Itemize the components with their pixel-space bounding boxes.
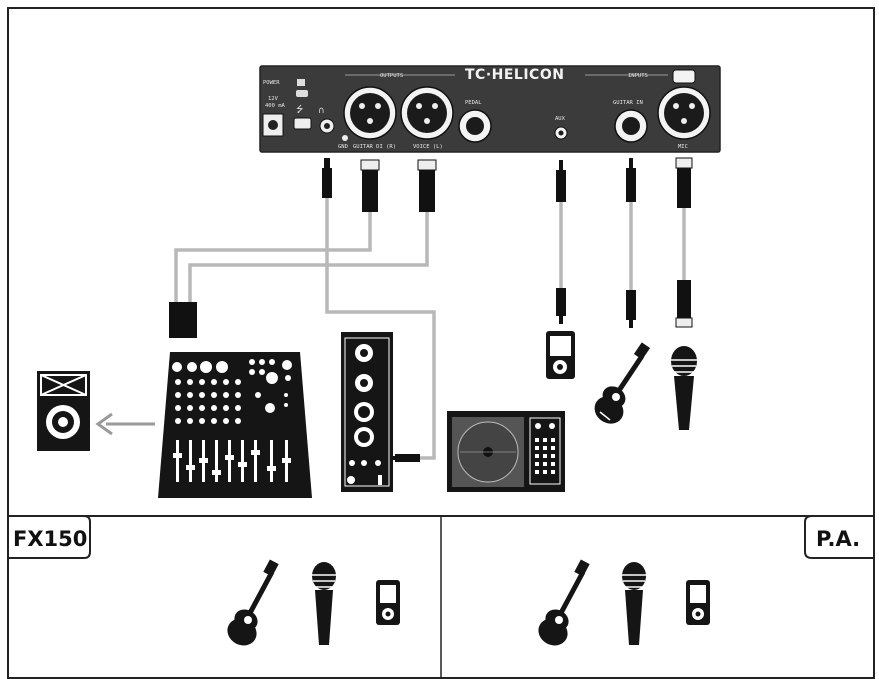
inputs-label: INPUTS xyxy=(628,73,648,79)
aux-label: AUX xyxy=(555,116,566,122)
pa-panel: P.A. xyxy=(538,515,875,646)
gnd-label: GND xyxy=(338,144,348,150)
pa-microphone-icon xyxy=(622,562,646,645)
fx150-tab-label: FX150 xyxy=(13,527,87,551)
usb-port xyxy=(293,117,312,130)
brand-logo: TC·HELICON xyxy=(465,67,564,83)
tc-helicon-device: OUTPUTS TC·HELICON INPUTS POWER 12V 400 … xyxy=(259,65,721,153)
pa-acoustic-guitar-icon xyxy=(538,559,590,646)
fx150-panel: FX150 xyxy=(7,515,400,646)
xlr-output-voice xyxy=(400,86,454,140)
combo-amplifier xyxy=(447,411,565,492)
power-spec-voltage: 12V xyxy=(268,96,279,102)
mic-latch xyxy=(672,69,696,84)
fx150-acoustic-guitar-icon xyxy=(227,559,279,646)
voice-label: VOICE (L) xyxy=(413,144,443,150)
signal-arrow xyxy=(95,412,155,436)
acoustic-guitar-icon xyxy=(594,342,651,424)
speaker-monitor xyxy=(37,371,90,451)
microphone-icon xyxy=(671,346,697,430)
pa-mp3-player-icon xyxy=(686,580,710,625)
xlr-output-guitar-di xyxy=(343,86,397,140)
cables xyxy=(174,195,686,460)
mp3-player-icon xyxy=(546,331,575,379)
gnd-post xyxy=(342,135,348,141)
mixing-desk xyxy=(158,352,312,498)
usb-icon: ⭍ xyxy=(296,104,304,115)
fx150-microphone-icon xyxy=(312,562,336,645)
power-label: POWER xyxy=(263,80,280,86)
guitar-di-label: GUITAR DI (R) xyxy=(353,144,396,150)
pa-tab-label: P.A. xyxy=(816,527,860,551)
xlr-input-mic xyxy=(657,86,711,140)
lock-icon xyxy=(297,79,305,86)
power-spec-current: 400 mA xyxy=(265,103,286,109)
mic-label: MIC xyxy=(678,144,688,150)
device-plugs xyxy=(169,157,693,462)
outputs-label: OUTPUTS xyxy=(380,73,403,79)
power-switch xyxy=(296,90,308,97)
headphone-icon: ∩ xyxy=(318,106,325,116)
guitar-in-label: GUITAR IN xyxy=(613,100,643,106)
amplifier-rear-panel xyxy=(341,332,393,492)
pedal-label: PEDAL xyxy=(465,100,482,106)
fx150-mp3-player-icon xyxy=(376,580,400,625)
